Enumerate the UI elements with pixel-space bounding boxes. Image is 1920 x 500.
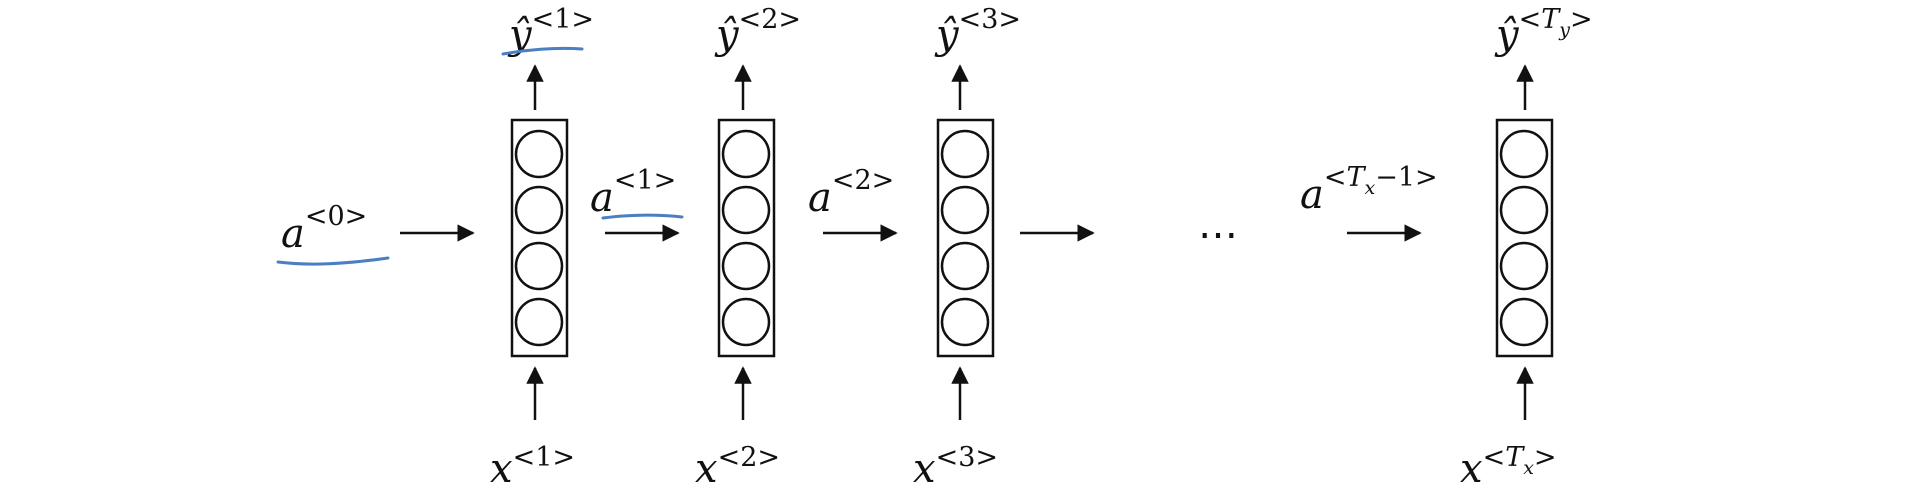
hidden-unit (514, 129, 564, 179)
hidden-unit (1499, 129, 1549, 179)
annotation-underline-y1 (501, 46, 584, 56)
input-label-2: x<2> (695, 442, 780, 492)
hidden-unit (940, 185, 990, 235)
hidden-unit (940, 241, 990, 291)
rnn-cell-3 (936, 118, 995, 358)
activation-label-final: a<Tx−1> (1300, 162, 1438, 218)
hidden-unit (514, 297, 564, 347)
annotation-underline-a0 (276, 256, 390, 266)
hidden-unit (514, 241, 564, 291)
input-label-1: x<1> (490, 442, 575, 492)
output-label-final: ŷ<Ty> (1494, 4, 1593, 58)
hidden-unit (721, 241, 771, 291)
hidden-unit (514, 185, 564, 235)
activation-label-1: a<1> (590, 165, 676, 221)
hidden-unit (721, 185, 771, 235)
cell-box (717, 118, 776, 358)
hidden-unit (1499, 241, 1549, 291)
cell-box (936, 118, 995, 358)
annotation-underline-a1 (601, 213, 684, 220)
hidden-unit (1499, 185, 1549, 235)
hidden-unit (940, 129, 990, 179)
activation-label-0: a<0> (281, 201, 367, 257)
hidden-unit (721, 129, 771, 179)
rnn-cell-2 (717, 118, 776, 358)
rnn-cell-1 (510, 118, 569, 358)
input-label-3: x<3> (913, 442, 998, 492)
hidden-unit (940, 297, 990, 347)
output-label-3: ŷ<3> (934, 4, 1021, 58)
cell-box (510, 118, 569, 358)
hidden-unit (1499, 297, 1549, 347)
output-label-2: ŷ<2> (714, 4, 801, 58)
input-label-final: x<Tx> (1460, 442, 1557, 492)
cell-box (1495, 118, 1554, 358)
activation-label-2: a<2> (808, 165, 894, 221)
rnn-cell-final (1495, 118, 1554, 358)
hidden-unit (721, 297, 771, 347)
ellipsis: ⋯ (1198, 212, 1238, 258)
